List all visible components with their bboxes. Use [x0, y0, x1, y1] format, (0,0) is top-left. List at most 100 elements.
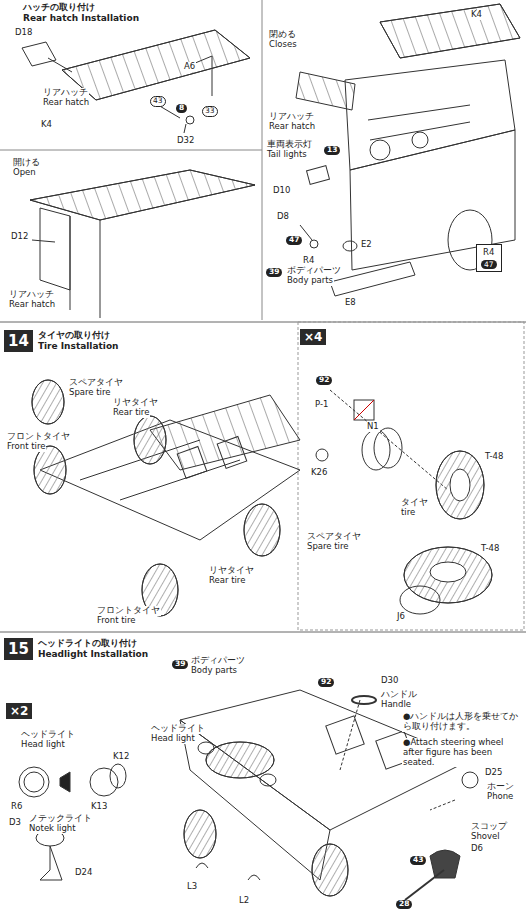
part-number: K4 — [470, 10, 483, 20]
heading: Rear hatch Installation — [22, 13, 140, 23]
part-number: R4 — [481, 247, 497, 257]
part-number: D18 — [14, 28, 33, 38]
part-name: ハンドル — [380, 690, 418, 700]
part-number: J6 — [396, 612, 406, 622]
part-name: Head light — [150, 734, 196, 744]
part-number: D25 — [484, 768, 503, 778]
part-name: Rear hatch — [268, 122, 316, 132]
part-name: Rear hatch — [8, 300, 56, 310]
note: 閉める — [268, 30, 297, 40]
callout-number: 8 — [176, 104, 187, 113]
step-title-line: Headlight Installation — [38, 649, 148, 660]
callout-number: 13 — [324, 146, 340, 155]
detail-box: R447 — [476, 244, 502, 272]
step-heading: 15ヘッドライトの取り付けHeadlight Installation — [4, 638, 148, 660]
quantity-badge: ×4 — [300, 326, 326, 345]
part-number: E2 — [360, 240, 373, 250]
part-name: Spare tire — [68, 388, 111, 398]
part-name: ノテックライト — [28, 814, 93, 824]
part-number: K4 — [40, 120, 53, 130]
part-name: フロントタイヤ — [6, 432, 71, 442]
callout-number: 33 — [202, 106, 218, 117]
callout-number: 92 — [316, 376, 332, 385]
callout-number: 92 — [318, 678, 334, 687]
part-number: D8 — [276, 212, 290, 222]
quantity: ×2 — [6, 703, 32, 719]
part-number: P-1 — [314, 400, 329, 410]
heading: ハッチの取り付け — [22, 2, 96, 12]
part-number: R4 — [302, 256, 315, 266]
note: Open — [12, 168, 37, 178]
callout-number: 43 — [410, 856, 426, 865]
part-number: L2 — [238, 896, 250, 906]
part-number: K12 — [112, 752, 130, 762]
callout-number: 43 — [150, 96, 166, 107]
callout-number: 28 — [396, 900, 412, 909]
part-name: フロントタイヤ — [96, 606, 161, 616]
part-number: R6 — [10, 802, 23, 812]
step-number: 15 — [4, 638, 33, 660]
part-name: Shovel — [470, 832, 501, 842]
part-name: リアハッチ — [42, 88, 89, 98]
part-name: ボディパーツ — [286, 266, 342, 276]
part-number: D24 — [74, 868, 93, 878]
part-name: 車両表示灯 — [266, 140, 313, 150]
part-name: ボディパーツ — [190, 656, 246, 666]
part-number: D32 — [176, 136, 195, 146]
part-name: Rear hatch — [42, 98, 90, 108]
part-name: Rear tire — [208, 576, 246, 586]
part-name: タイヤ — [400, 498, 429, 508]
part-name: Body parts — [286, 276, 334, 286]
quantity: ×4 — [300, 329, 326, 345]
part-number: K13 — [90, 802, 108, 812]
step-title-line: ヘッドライトの取り付け — [38, 638, 148, 649]
part-name: スペアタイヤ — [306, 532, 362, 542]
part-number: A6 — [183, 62, 196, 72]
part-name: ヘッドライト — [150, 724, 206, 734]
callout-number: 39 — [266, 268, 282, 277]
part-name: Rear tire — [112, 408, 150, 418]
part-name: リアハッチ — [8, 290, 55, 300]
part-number: D30 — [380, 676, 399, 686]
part-number: K26 — [310, 468, 328, 478]
step-number: 14 — [4, 330, 33, 352]
part-name: Handle — [380, 700, 412, 710]
part-number: D12 — [10, 232, 29, 242]
part-name: スコップ — [470, 822, 508, 832]
step-heading: 14タイヤの取り付けTire Installation — [4, 330, 118, 352]
step-title-line: Tire Installation — [38, 341, 119, 352]
note: ●Attach steering wheel after figure has … — [402, 738, 522, 767]
step-title: タイヤの取り付けTire Installation — [38, 330, 119, 352]
part-name: リヤタイヤ — [208, 566, 255, 576]
quantity-badge: ×2 — [6, 700, 32, 719]
part-name: リヤタイヤ — [112, 398, 159, 408]
part-name: Head light — [20, 740, 66, 750]
part-number: N1 — [366, 422, 380, 432]
callout-number: 39 — [172, 660, 188, 669]
part-number: D6 — [470, 844, 484, 854]
part-name: リアハッチ — [268, 112, 315, 122]
part-name: ホーン — [486, 782, 515, 792]
part-number: T-48 — [480, 544, 500, 554]
note: ●ハンドルは人形を乗せてから取り付けます。 — [402, 712, 522, 732]
step-title: ヘッドライトの取り付けHeadlight Installation — [38, 638, 148, 660]
note: Closes — [268, 40, 298, 50]
callout-number: 47 — [286, 236, 302, 245]
part-name: Tail lights — [266, 150, 308, 160]
part-name: Front tire — [6, 442, 46, 452]
part-number: E8 — [344, 298, 357, 308]
part-name: tire — [400, 508, 416, 518]
part-name: Body parts — [190, 666, 238, 676]
part-number: D3 — [8, 818, 22, 828]
note: 開ける — [12, 158, 41, 168]
part-name: Notek light — [28, 824, 77, 834]
part-number: D10 — [272, 186, 291, 196]
part-name: Front tire — [96, 616, 136, 626]
part-number: L3 — [186, 882, 198, 892]
callout-number: 47 — [481, 260, 497, 269]
part-name: Phone — [486, 792, 514, 802]
part-name: スペアタイヤ — [68, 378, 124, 388]
part-name: ヘッドライト — [20, 730, 76, 740]
part-name: Spare tire — [306, 542, 349, 552]
